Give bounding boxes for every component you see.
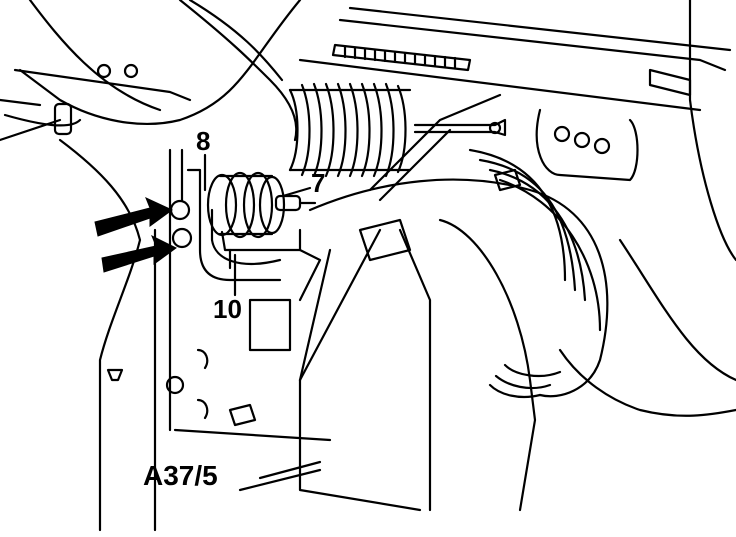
arrow-lower [101, 234, 177, 273]
upper-body-panel [0, 0, 736, 417]
housing-circles [535, 108, 639, 182]
label-part-10: 10 [213, 294, 242, 324]
vacuum-actuator [206, 171, 317, 270]
label-component-a37-5: A37/5 [143, 460, 218, 491]
label-part-7: 7 [311, 168, 326, 198]
air-duct [238, 93, 609, 512]
pointer-arrows [94, 197, 177, 273]
mounting-bracket [58, 138, 332, 532]
label-part-8: 8 [196, 126, 211, 156]
bellows [288, 82, 507, 178]
arrow-upper [94, 197, 173, 237]
leader-lines [203, 153, 322, 480]
